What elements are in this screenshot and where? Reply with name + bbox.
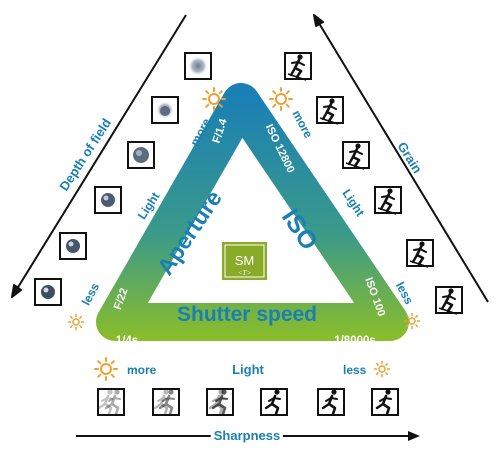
- bottom-less-label: less: [343, 363, 367, 377]
- shutter-fast-label: 1/8000s: [334, 335, 376, 347]
- runner-icon: [206, 388, 234, 416]
- skier-frames: [284, 52, 463, 316]
- flower-frames: [34, 52, 212, 306]
- flower-icon: [34, 278, 62, 306]
- depth-of-field-arrow: [11, 14, 187, 298]
- right-more-label: more: [289, 108, 315, 141]
- runner-icon: [97, 388, 125, 416]
- logo-sub-text: <T>: [238, 269, 252, 277]
- runner-frames: [97, 388, 399, 416]
- flower-icon: [59, 232, 87, 260]
- exposure-triangle: [96, 83, 409, 341]
- flower-icon: [151, 96, 179, 124]
- bottom-light-label: Light: [232, 362, 264, 377]
- runner-icon: [152, 388, 180, 416]
- flower-icon: [94, 186, 122, 214]
- grain-label: Grain: [394, 139, 425, 176]
- left-less-label: less: [79, 280, 102, 307]
- flower-icon: [184, 52, 212, 80]
- grain-arrow: [313, 14, 489, 303]
- sun-icon: [403, 312, 421, 330]
- shutter-slow-label: 1/4s: [116, 335, 138, 347]
- depth-of-field-label: Depth of field: [56, 116, 114, 194]
- sun-icon: [67, 313, 85, 331]
- shutter-speed-label: Shutter speed: [177, 303, 317, 326]
- sun-icon: [373, 360, 391, 378]
- runner-icon: [371, 388, 399, 416]
- runner-icon: [260, 388, 288, 416]
- skier-icon: [435, 286, 463, 316]
- logo-main-text: SM: [235, 253, 255, 268]
- sun-icon: [269, 87, 293, 111]
- sharpness-arrow: [76, 431, 420, 441]
- skier-icon: [406, 239, 434, 269]
- sharpness-label: Sharpness: [214, 428, 280, 443]
- sun-icon: [202, 87, 226, 111]
- skier-icon: [374, 186, 402, 216]
- skier-icon: [316, 96, 344, 126]
- bottom-more-label: more: [127, 363, 157, 377]
- sun-icon: [94, 357, 118, 381]
- sm-logo: SM <T>: [222, 242, 267, 280]
- triangle-frame: [96, 83, 409, 341]
- flower-icon: [127, 141, 155, 169]
- right-light-label: Light: [339, 187, 367, 219]
- skier-icon: [342, 141, 370, 171]
- runner-icon: [317, 388, 345, 416]
- skier-icon: [284, 52, 312, 82]
